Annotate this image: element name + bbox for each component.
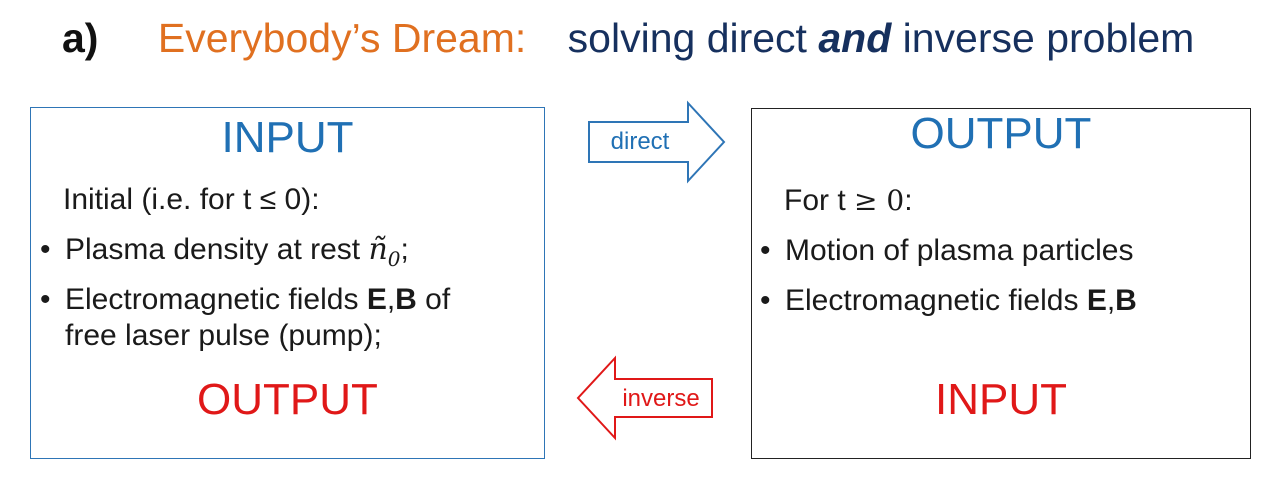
field-comma: ,: [386, 283, 396, 316]
em-fields-of: of: [416, 283, 451, 316]
direct-arrow-label: direct: [611, 128, 670, 155]
laser-pulse-text: free laser pulse (pump);: [65, 319, 382, 352]
em-fields-output-text: Electromagnetic fields: [785, 284, 1087, 317]
density-subscript: 0: [387, 247, 401, 271]
output-box: OUTPUT For t ≥ 0: • Motion of plasma par…: [751, 108, 1251, 459]
time-condition-colon: :: [904, 184, 913, 217]
input-box: INPUT Initial (i.e. for t ≤ 0): • Plasma…: [30, 107, 545, 459]
bullet-icon: •: [760, 284, 771, 317]
panel-label: a): [62, 15, 99, 61]
field-e-symbol: E: [1086, 284, 1107, 317]
output-heading: OUTPUT: [910, 109, 1092, 158]
right-input-label: INPUT: [935, 375, 1067, 424]
time-condition-label: For t: [784, 184, 855, 217]
time-condition-text: For t ≥ 0:: [784, 183, 913, 219]
bullet-icon: •: [760, 234, 771, 267]
input-heading: INPUT: [221, 113, 354, 162]
field-comma: ,: [1106, 284, 1116, 317]
direct-arrow-icon: [588, 100, 726, 184]
particle-motion-item: Motion of plasma particles: [785, 234, 1134, 267]
title-subtitle-post: inverse problem: [891, 15, 1195, 61]
em-fields-output-item: Electromagnetic fields E,B: [785, 283, 1137, 319]
em-fields-item: Electromagnetic fields E,B of: [65, 282, 450, 318]
density-symbol: ñ: [368, 232, 388, 267]
direct-arrow: direct: [588, 100, 726, 184]
title-subtitle-pre: solving direct: [567, 15, 819, 61]
time-condition-math: ≥ 0: [854, 184, 905, 217]
inverse-arrow: inverse: [576, 355, 713, 441]
plasma-density-end: ;: [400, 233, 409, 266]
em-fields-text: Electromagnetic fields: [65, 283, 367, 316]
plasma-density-text: Plasma density at rest: [65, 233, 369, 266]
title-subtitle-emphasis: and: [818, 15, 892, 61]
inverse-arrow-label: inverse: [622, 385, 699, 412]
bullet-icon: •: [40, 283, 51, 316]
bullet-icon: •: [40, 233, 51, 266]
title-dream: Everybody’s Dream:: [157, 15, 527, 61]
left-output-label: OUTPUT: [197, 375, 378, 424]
field-b-symbol: B: [1115, 284, 1137, 317]
title-subtitle: solving direct and inverse problem: [568, 15, 1195, 61]
inverse-arrow-icon: [576, 355, 713, 441]
plasma-density-item: Plasma density at rest ñ0;: [65, 232, 409, 277]
field-b-symbol: B: [395, 283, 417, 316]
initial-condition-text: Initial (i.e. for t ≤ 0):: [63, 183, 320, 216]
page-title: a) Everybody’s Dream: solving direct and…: [62, 12, 1194, 64]
field-e-symbol: E: [366, 283, 387, 316]
